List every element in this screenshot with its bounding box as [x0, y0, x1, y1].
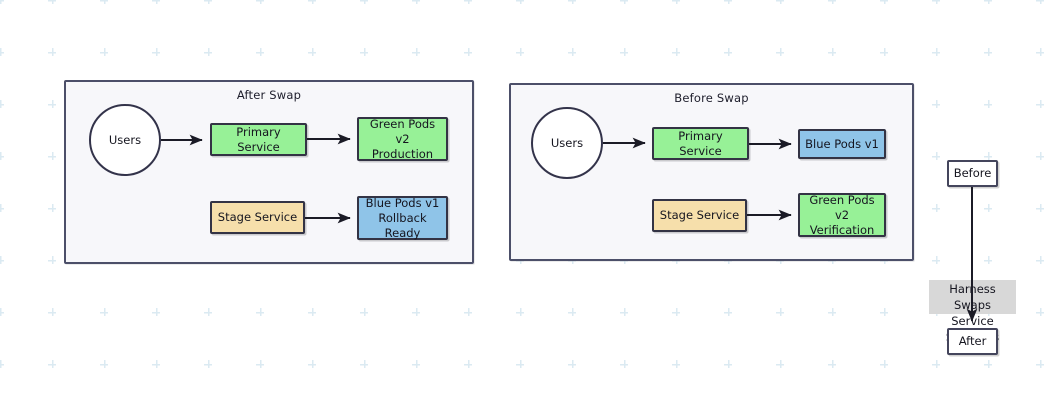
node-timeline-before[interactable]: Before [947, 160, 998, 187]
node-primary-service-before[interactable]: Primary Service [652, 127, 749, 160]
node-blue-pods-v1[interactable]: Blue Pods v1 [798, 129, 886, 159]
node-green-pods-v2-verification[interactable]: Green Pods v2 Verification [798, 193, 886, 237]
node-green-pods-v2-production[interactable]: Green Pods v2 Production [357, 117, 448, 161]
node-users-before[interactable]: Users [531, 107, 603, 179]
node-primary-service-after[interactable]: Primary Service [210, 123, 307, 156]
node-timeline-after[interactable]: After [947, 328, 998, 355]
cluster-title-before-swap: Before Swap [674, 91, 749, 105]
cluster-title-after-swap: After Swap [236, 88, 302, 102]
node-stage-service-after[interactable]: Stage Service [210, 201, 305, 234]
node-blue-pods-v1-rollback[interactable]: Blue Pods v1 Rollback Ready [357, 196, 448, 240]
node-stage-service-before[interactable]: Stage Service [652, 199, 747, 232]
node-users-after[interactable]: Users [89, 104, 161, 176]
edge-label-harness-swaps: Harness Swaps Service Selectors [929, 280, 1016, 344]
